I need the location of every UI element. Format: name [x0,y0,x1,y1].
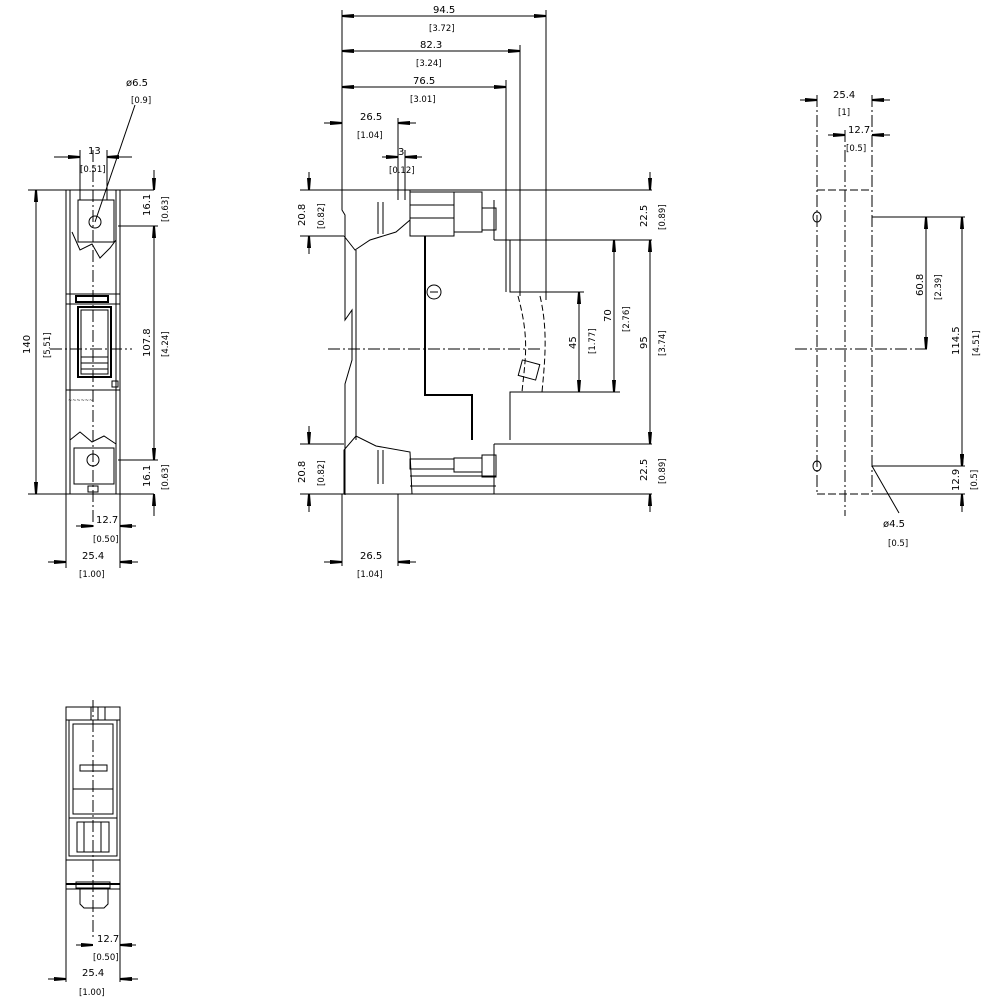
front-height-label: 70 [603,309,614,322]
bottom-width-label: 25.4 [82,968,104,979]
bottom-width-inch-label: [1.00] [79,988,105,998]
hole-spacing-half-label: 60.8 [915,274,926,296]
right-top-label: 22.5 [639,205,650,227]
small-gap-inch-label: [0.12] [389,166,415,176]
depth-2-inch-label: [3.24] [416,59,442,69]
hole-diameter-label: ø6.5 [126,78,148,89]
hole-spacing-inch-label: [4.51] [972,330,982,356]
top-terminal-depth-label: 26.5 [360,112,382,123]
width-inch-label: [1.00] [79,570,105,580]
rating-label: ~~~~~~ [68,398,93,404]
handle-inch-label: [1.77] [588,328,598,354]
terminal-span-label: 107.8 [142,328,153,357]
half-width-label: 12.7 [96,515,118,526]
drill-width-label: 25.4 [833,90,855,101]
drill-width-inch-label: [1] [838,108,850,118]
hole-spacing-half-inch-label: [2.39] [934,274,944,300]
bottom-view: 12.7 [0.50] 25.4 [1.00] [48,700,138,998]
top-terminal-inch-label: [0.63] [161,196,171,222]
top-height-inch-label: [0.82] [317,203,327,229]
front-height-inch-label: [2.76] [622,306,632,332]
bottom-height-inch-label: [0.82] [317,460,327,486]
mount-hole-diameter-label: ø4.5 [883,519,905,530]
right-bottom-label: 22.5 [639,459,650,481]
hole-diameter-inch-label: [0.9] [131,96,151,106]
top-width-inch-label: [0.51] [80,165,106,175]
bottom-terminal-depth-inch-label: [1.04] [357,570,383,580]
body-height-inch-label: [3.74] [658,330,668,356]
depth-total-label: 94.5 [433,5,455,16]
top-height-label: 20.8 [297,204,308,226]
bottom-offset-label: 12.9 [951,469,962,491]
front-view: ~~~~~~ ø6.5 [0.9] 13 [0.51] [22,78,171,580]
depth-total-inch-label: [3.72] [429,24,455,34]
bottom-half-width-label: 12.7 [97,934,119,945]
terminal-span-inch-label: [4.24] [161,331,171,357]
depth-2-label: 82.3 [420,40,442,51]
depth-3-inch-label: [3.01] [410,95,436,105]
total-height-inch-label: [5.51] [43,332,53,358]
right-bottom-inch-label: [0.89] [658,458,668,484]
mount-hole-diameter-inch-label: [0.5] [888,539,908,549]
right-top-inch-label: [0.89] [658,204,668,230]
depth-3-label: 76.5 [413,76,435,87]
bottom-terminal-label: 16.1 [142,465,153,487]
bottom-half-width-inch-label: [0.50] [93,953,119,963]
top-width-label: 13 [88,146,101,157]
body-height-label: 95 [639,336,650,349]
drill-half-label: 12.7 [848,125,870,136]
drill-pattern-view: 25.4 [1] 12.7 [0.5] 60.8 [2.39] 114.5 [4… [795,90,982,549]
width-label: 25.4 [82,551,104,562]
bottom-terminal-inch-label: [0.63] [161,464,171,490]
top-terminal-label: 16.1 [142,194,153,216]
bottom-height-label: 20.8 [297,461,308,483]
handle-label: 45 [568,336,579,349]
top-terminal-depth-inch-label: [1.04] [357,131,383,141]
hole-spacing-label: 114.5 [951,326,962,355]
bottom-offset-inch-label: [0.5] [970,470,980,490]
side-view: 94.5 [3.72] 82.3 [3.24] 76.5 [3.01] 26.5… [297,5,668,580]
total-height-label: 140 [22,335,33,354]
drill-half-inch-label: [0.5] [846,144,866,154]
small-gap-label: 3 [398,147,404,158]
bottom-terminal-depth-label: 26.5 [360,551,382,562]
half-width-inch-label: [0.50] [93,535,119,545]
